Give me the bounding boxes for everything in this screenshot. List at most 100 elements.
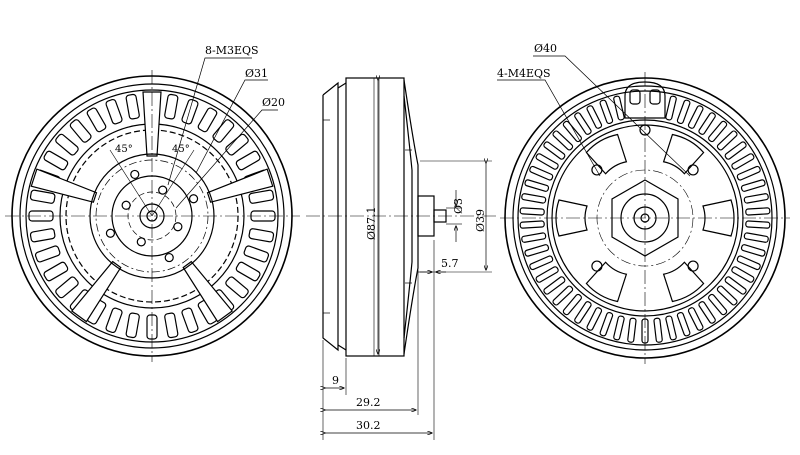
stator-slot <box>745 220 771 229</box>
rear-bolt-label: 4-M4EQS <box>497 67 551 80</box>
stator-slot <box>535 153 559 170</box>
mount-hole <box>130 169 140 180</box>
spoke <box>206 168 274 203</box>
rotor-slot <box>69 119 92 143</box>
rotor-slot <box>43 261 69 282</box>
stator-slot <box>708 120 728 143</box>
stator-slot <box>521 193 547 204</box>
rotor-slot <box>86 107 107 133</box>
stator-slot <box>743 232 769 243</box>
rear-d40-label: Ø40 <box>534 42 557 55</box>
rotor-slot <box>34 245 61 263</box>
angle-left-label: 45° <box>115 144 133 155</box>
window <box>555 199 588 237</box>
rotor-slot <box>225 276 249 299</box>
stator-slot <box>740 179 766 192</box>
rotor-slot <box>248 189 275 204</box>
stator-slot <box>586 105 603 129</box>
stator-slot <box>552 130 574 151</box>
mount-hole <box>164 252 174 263</box>
stator-slot <box>519 207 545 216</box>
stator-slot <box>524 179 550 192</box>
stator-slot <box>524 244 550 257</box>
stator-slot <box>613 95 625 121</box>
mount-hole <box>173 222 183 232</box>
front-bolt-label: 8-M3EQS <box>205 44 259 57</box>
stator-slot <box>529 255 554 271</box>
front-view <box>5 57 300 362</box>
spoke <box>182 260 234 323</box>
mount-hole <box>136 237 146 247</box>
spoke <box>30 168 98 203</box>
stator-slot <box>708 293 728 316</box>
rotor-slot <box>197 107 218 133</box>
side-292-label: 29.2 <box>356 396 381 409</box>
side-d87-label: Ø87.1 <box>365 206 378 240</box>
mount-hole <box>687 164 699 176</box>
window <box>662 133 705 175</box>
stator-slot <box>665 315 677 341</box>
stator-slot <box>698 112 716 135</box>
side-d3-label: Ø3 <box>452 198 465 214</box>
stator-slot <box>519 220 545 229</box>
rotor-slot <box>55 276 79 299</box>
stator-slot <box>731 153 755 170</box>
stator-slot <box>676 311 691 337</box>
stator-slot <box>687 105 704 129</box>
stator-slot <box>574 301 592 324</box>
rotor-slot <box>181 307 199 334</box>
rotor-slot <box>43 150 69 171</box>
front-mount-holes <box>105 169 199 263</box>
rear-stator-slots <box>519 95 771 344</box>
stator-slot <box>574 112 592 135</box>
stator-slot <box>724 276 747 295</box>
rear-windows <box>555 133 735 303</box>
side-9-label: 9 <box>332 374 339 387</box>
angle-right-label: 45° <box>172 144 190 155</box>
stator-slot <box>687 307 704 331</box>
stator-slot <box>599 99 614 125</box>
stator-slot <box>716 130 738 151</box>
rotor-slot <box>105 307 123 334</box>
side-57-label: 5.7 <box>441 257 459 270</box>
stator-slot <box>586 307 603 331</box>
stator-slot <box>716 285 738 306</box>
stator-slot <box>731 266 755 283</box>
rotor-slot <box>235 261 261 282</box>
mount-hole <box>687 260 699 272</box>
rotor-slot <box>181 98 199 125</box>
mount-hole <box>121 200 131 210</box>
rotor-slot <box>212 119 235 143</box>
rotor-slot <box>248 228 275 243</box>
stator-slot <box>552 285 574 306</box>
stator-slot <box>562 293 582 316</box>
rotor-slot <box>164 312 179 339</box>
window <box>662 261 705 303</box>
rotor-slot <box>125 312 140 339</box>
rotor-slot <box>243 245 270 263</box>
mount-hole <box>158 185 168 195</box>
stator-slot <box>599 311 614 337</box>
side-d39-label: Ø39 <box>474 209 487 232</box>
stator-slot <box>736 165 761 181</box>
rotor-slot <box>225 133 249 156</box>
stator-slot <box>653 317 663 343</box>
stator-slot <box>543 141 566 160</box>
rotor-slot <box>29 189 56 204</box>
rotor-slot <box>105 98 123 125</box>
stator-slot <box>521 232 547 243</box>
rotor-slot <box>235 150 261 171</box>
stator-slot <box>627 317 637 343</box>
stator-slot <box>529 165 554 181</box>
stator-slot <box>743 193 769 204</box>
front-d31-label: Ø31 <box>245 67 268 80</box>
mount-hole <box>105 228 116 238</box>
mount-hole <box>188 194 199 204</box>
stator-slot <box>745 207 771 216</box>
mount-hole <box>591 260 603 272</box>
stator-slot <box>543 276 566 295</box>
rotor-slot <box>29 228 56 243</box>
rear-mount-holes <box>591 164 699 272</box>
side-view <box>306 78 498 440</box>
